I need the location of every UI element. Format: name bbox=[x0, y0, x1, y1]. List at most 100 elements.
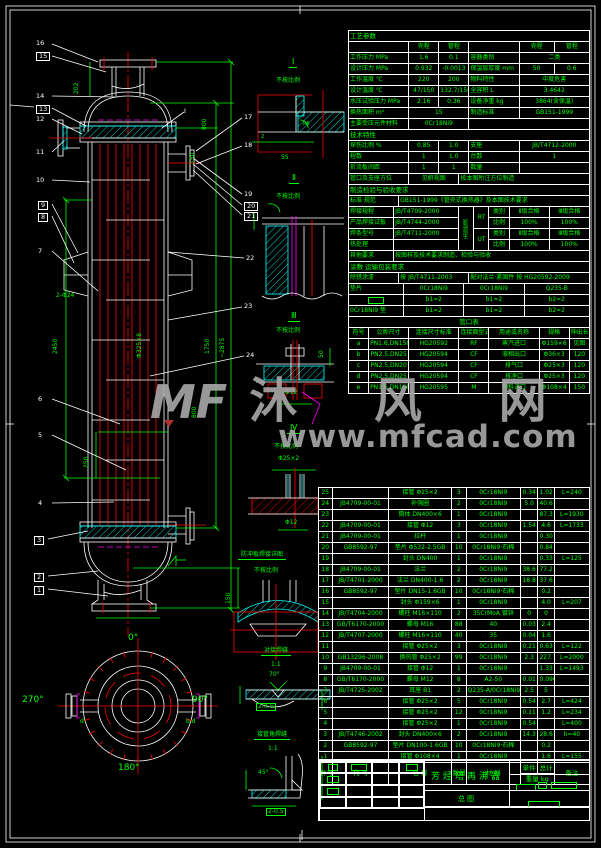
dim-label: 202 bbox=[73, 82, 80, 94]
table-cell: RT bbox=[473, 206, 490, 229]
table-cell: 垫片 Φ532-2.5GB bbox=[388, 542, 452, 554]
table-cell: b bbox=[347, 349, 370, 361]
dim-label: 不按比例 bbox=[274, 443, 299, 450]
callout-label: 20 bbox=[244, 202, 259, 211]
table-cell: 0.33 bbox=[537, 553, 555, 565]
table-cell: 其他要求 bbox=[347, 250, 395, 262]
table-cell: 10 bbox=[450, 586, 467, 598]
table-cell: 5.0 bbox=[519, 498, 539, 510]
table-cell: 0Cr18Ni9 bbox=[463, 283, 525, 295]
table-cell: 垫片 bbox=[347, 283, 405, 295]
table-cell bbox=[331, 696, 390, 708]
table-cell: 77.2 bbox=[537, 564, 555, 576]
table-cell: JB/T4744-2000 bbox=[393, 217, 460, 229]
table-cell: CF bbox=[458, 349, 490, 361]
table-cell: b1=2 bbox=[463, 305, 525, 317]
table-cell: 14.3 bbox=[519, 729, 539, 741]
callout-label: 6 bbox=[38, 395, 43, 403]
table-cell: 0.84 bbox=[537, 542, 555, 554]
table-cell: 0Cr18Ni9 bbox=[465, 652, 521, 664]
table-cell: GB/T6170-2000 bbox=[331, 674, 390, 686]
scale-quality-cells bbox=[509, 774, 590, 791]
table-cell bbox=[468, 41, 520, 53]
table-cell: 接管 Φ25×2 bbox=[388, 487, 452, 499]
table-cell: 接管 Φ25×2 bbox=[388, 641, 452, 653]
table-cell: 24 bbox=[318, 498, 333, 510]
table-cell: 见图 bbox=[568, 338, 591, 350]
table-cell: 标准·规范 bbox=[347, 195, 400, 207]
table-cell: 接管 Φ12 bbox=[388, 520, 452, 532]
table-cell: 0.11 bbox=[519, 707, 539, 719]
table-cell: 220 bbox=[408, 74, 440, 86]
callout-label: 5 bbox=[38, 431, 43, 439]
dim-label: 不按比例 bbox=[254, 567, 279, 574]
table-cell: JB/T4746-2002 bbox=[331, 729, 390, 741]
table-cell: 16 bbox=[318, 586, 333, 598]
table-cell: 3 bbox=[450, 641, 467, 653]
revision-grid bbox=[319, 760, 425, 809]
table-cell: 0.1 bbox=[438, 52, 470, 64]
table-cell: 壳程 bbox=[408, 41, 440, 53]
title-block: 芳烃塔再沸器 总图 bbox=[318, 759, 590, 821]
dim-label: 70° bbox=[269, 671, 280, 678]
table-cell: 支座 bbox=[468, 140, 520, 152]
table-cell: 0.54 bbox=[519, 718, 539, 730]
bottom-view bbox=[58, 638, 218, 774]
dim-label: 55 bbox=[281, 154, 289, 161]
table-cell: 焊条型号 bbox=[347, 228, 395, 240]
table-cell: 40 bbox=[450, 630, 467, 642]
table-cell: 0Cr18Ni9 垫 bbox=[347, 305, 405, 317]
detail-III bbox=[256, 340, 334, 425]
table-cell: 垫片 DN100-1.6GB bbox=[388, 740, 452, 752]
impingement-plate-detail bbox=[230, 580, 322, 660]
sheet-count-cell bbox=[509, 790, 590, 808]
callout-label: 1 bbox=[34, 586, 45, 595]
table-cell: 0.34 bbox=[519, 487, 539, 499]
table-cell bbox=[519, 663, 539, 675]
drawing-title: 芳烃塔再沸器 bbox=[424, 760, 510, 791]
table-cell: 1 bbox=[408, 162, 440, 174]
table-cell: 中度危害 bbox=[518, 74, 591, 86]
table-cell: 5 bbox=[450, 696, 467, 708]
table-cell: GB8592-97 bbox=[331, 542, 390, 554]
table-cell: 2 bbox=[450, 564, 467, 576]
table-cell: 120 bbox=[568, 349, 591, 361]
dim-label: Ⅱ bbox=[289, 174, 299, 184]
table-cell: 0.63 bbox=[537, 641, 555, 653]
table-cell: Q235-A/0Cr18Ni9 bbox=[465, 685, 521, 697]
table-cell: 物料进口 bbox=[488, 382, 540, 394]
table-cell: 二类 bbox=[518, 52, 591, 64]
table-cell: 0Cr18Ni9 bbox=[465, 707, 521, 719]
dim-label: 2450 bbox=[52, 338, 59, 354]
table-cell: b1=2 bbox=[403, 305, 465, 317]
dim-label: 800 bbox=[191, 406, 198, 418]
table-cell: h=40 bbox=[553, 729, 591, 741]
table-cell: 换热面积 m² bbox=[347, 107, 410, 119]
table-cell bbox=[553, 498, 591, 510]
table-cell: 0Cr18Ni9 bbox=[465, 718, 521, 730]
table-cell: 0Cr18Ni9 bbox=[465, 663, 521, 675]
table-cell: 技术特性 bbox=[348, 129, 590, 141]
table-cell: JB/T4709-2000 bbox=[393, 206, 460, 218]
table-cell: L=1493 bbox=[553, 663, 591, 675]
table-cell: Ⅲ级合格 bbox=[548, 206, 591, 218]
table-cell: 保温层厚度 mm bbox=[468, 63, 520, 75]
table-cell: 100% bbox=[508, 217, 550, 229]
table-cell: 3864(含保温) bbox=[518, 96, 591, 108]
table-cell: 100% bbox=[548, 239, 591, 251]
table-cell: a bbox=[347, 338, 370, 350]
callout-label: 4 bbox=[38, 499, 43, 507]
table-cell: 筒体 DN400×6 bbox=[388, 509, 452, 521]
table-cell: 0.6 bbox=[553, 63, 591, 75]
table-cell: 0Cr18Ni9·石棉 bbox=[465, 542, 521, 554]
table-cell: L=234 bbox=[553, 707, 591, 719]
table-cell: 封头 Φ159×6 bbox=[388, 597, 452, 609]
table-cell: 37.6 bbox=[537, 575, 555, 587]
table-cell: 1 bbox=[518, 151, 591, 163]
dim-label: 对接焊缝 bbox=[261, 648, 292, 656]
dim-label: 2-Φ24 bbox=[56, 292, 75, 299]
table-cell: 14 bbox=[318, 608, 333, 620]
table-cell: 0Cr18Ni9 bbox=[403, 283, 465, 295]
table-cell: 19 bbox=[318, 553, 333, 565]
